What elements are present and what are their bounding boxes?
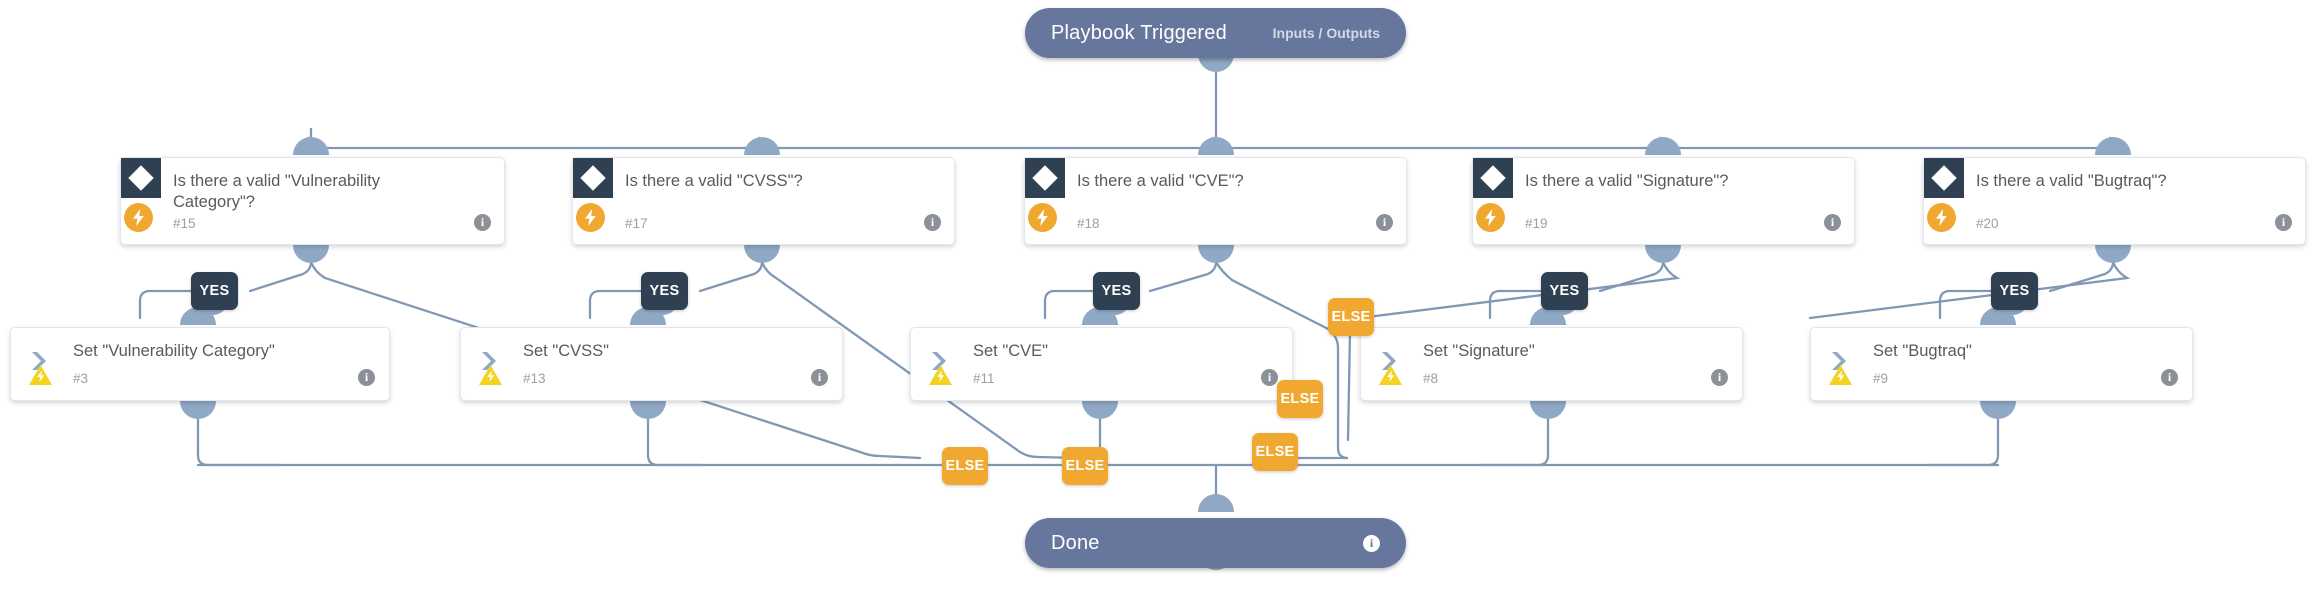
node-action-set-cve[interactable]: Set "CVE" #11 i bbox=[910, 327, 1293, 401]
info-icon[interactable]: i bbox=[2161, 368, 2178, 386]
node-decision-cve[interactable]: Is there a valid "CVE"? #18 i bbox=[1024, 157, 1407, 245]
node-done[interactable]: Done i bbox=[1025, 518, 1406, 568]
bolt-icon bbox=[1927, 203, 1956, 232]
node-title: Is there a valid "CVE"? bbox=[1077, 172, 1244, 190]
node-number: #13 bbox=[523, 371, 546, 386]
node-number: #19 bbox=[1525, 216, 1548, 231]
node-action-set-cvss[interactable]: Set "CVSS" #13 i bbox=[460, 327, 843, 401]
chevron-right-icon bbox=[479, 350, 501, 372]
chevron-right-icon bbox=[29, 350, 51, 372]
info-icon[interactable]: i bbox=[1261, 368, 1278, 386]
bolt-icon bbox=[576, 203, 605, 232]
chevron-right-icon bbox=[1379, 350, 1401, 372]
node-title: Set "CVE" bbox=[973, 342, 1048, 360]
node-title: Set "Signature" bbox=[1423, 342, 1535, 360]
edge-label-yes-cve[interactable]: YES bbox=[1093, 272, 1140, 310]
node-number: #9 bbox=[1873, 371, 1889, 386]
node-title: Is there a valid "Signature"? bbox=[1525, 172, 1729, 190]
node-title: Is there a valid "CVSS"? bbox=[625, 172, 803, 190]
node-number: #18 bbox=[1077, 216, 1100, 231]
node-title: Is there a valid "Vulnerability Category… bbox=[173, 172, 381, 211]
warning-triangle-icon bbox=[1378, 364, 1403, 386]
node-number: #8 bbox=[1423, 371, 1439, 386]
node-title: Is there a valid "Bugtraq"? bbox=[1976, 172, 2167, 190]
chevron-right-icon bbox=[929, 350, 951, 372]
node-action-set-signature[interactable]: Set "Signature" #8 i bbox=[1360, 327, 1743, 401]
diamond-icon bbox=[1924, 158, 1964, 198]
info-icon[interactable]: i bbox=[924, 213, 941, 231]
bolt-icon bbox=[1476, 203, 1505, 232]
node-decision-cvss[interactable]: Is there a valid "CVSS"? #17 i bbox=[572, 157, 955, 245]
bolt-icon bbox=[1028, 203, 1057, 232]
warning-triangle-icon bbox=[928, 364, 953, 386]
node-action-set-vulnerability-category[interactable]: Set "Vulnerability Category" #3 i bbox=[10, 327, 390, 401]
node-title: Playbook Triggered bbox=[1051, 21, 1227, 44]
node-action-set-bugtraq[interactable]: Set "Bugtraq" #9 i bbox=[1810, 327, 2193, 401]
node-decision-vulnerability-category[interactable]: Is there a valid "Vulnerability Category… bbox=[120, 157, 505, 245]
node-playbook-triggered[interactable]: Playbook Triggered Inputs / Outputs bbox=[1025, 8, 1406, 58]
node-number: #3 bbox=[73, 371, 89, 386]
diamond-icon bbox=[1473, 158, 1513, 198]
info-icon[interactable]: i bbox=[474, 213, 491, 231]
edge-label-yes-signature[interactable]: YES bbox=[1541, 272, 1588, 310]
edge-label-else-cvss[interactable]: ELSE bbox=[1062, 447, 1108, 485]
node-decision-bugtraq[interactable]: Is there a valid "Bugtraq"? #20 i bbox=[1923, 157, 2306, 245]
node-number: #11 bbox=[973, 371, 995, 386]
diamond-icon bbox=[121, 158, 161, 198]
node-decision-signature[interactable]: Is there a valid "Signature"? #19 i bbox=[1472, 157, 1855, 245]
warning-triangle-icon bbox=[1828, 364, 1853, 386]
edge-label-yes-cvss[interactable]: YES bbox=[641, 272, 688, 310]
info-icon[interactable]: i bbox=[1363, 534, 1380, 552]
chevron-right-icon bbox=[1829, 350, 1851, 372]
info-icon[interactable]: i bbox=[358, 368, 375, 386]
diamond-icon bbox=[573, 158, 613, 198]
warning-triangle-icon bbox=[28, 364, 53, 386]
edge-label-else-bugtraq[interactable]: ELSE bbox=[1252, 433, 1298, 471]
info-icon[interactable]: i bbox=[1711, 368, 1728, 386]
inputs-outputs-label[interactable]: Inputs / Outputs bbox=[1272, 25, 1380, 41]
edge-label-else-cve[interactable]: ELSE bbox=[1277, 380, 1323, 418]
node-number: #15 bbox=[173, 216, 196, 231]
edge-label-yes-bugtraq[interactable]: YES bbox=[1991, 272, 2038, 310]
info-icon[interactable]: i bbox=[2275, 213, 2292, 231]
diamond-icon bbox=[1025, 158, 1065, 198]
edge-label-else-signature[interactable]: ELSE bbox=[1328, 298, 1374, 336]
bolt-icon bbox=[124, 203, 153, 232]
node-title: Done bbox=[1051, 531, 1100, 554]
info-icon[interactable]: i bbox=[811, 368, 828, 386]
warning-triangle-icon bbox=[478, 364, 503, 386]
info-icon[interactable]: i bbox=[1376, 213, 1393, 231]
node-number: #20 bbox=[1976, 216, 1999, 231]
info-icon[interactable]: i bbox=[1824, 213, 1841, 231]
node-number: #17 bbox=[625, 216, 648, 231]
edge-label-yes-vulnerability-category[interactable]: YES bbox=[191, 272, 238, 310]
node-title: Set "Vulnerability Category" bbox=[73, 342, 275, 360]
edge-label-else-vulnerability-category[interactable]: ELSE bbox=[942, 447, 988, 485]
node-title: Set "Bugtraq" bbox=[1873, 342, 1972, 360]
node-title: Set "CVSS" bbox=[523, 342, 609, 360]
